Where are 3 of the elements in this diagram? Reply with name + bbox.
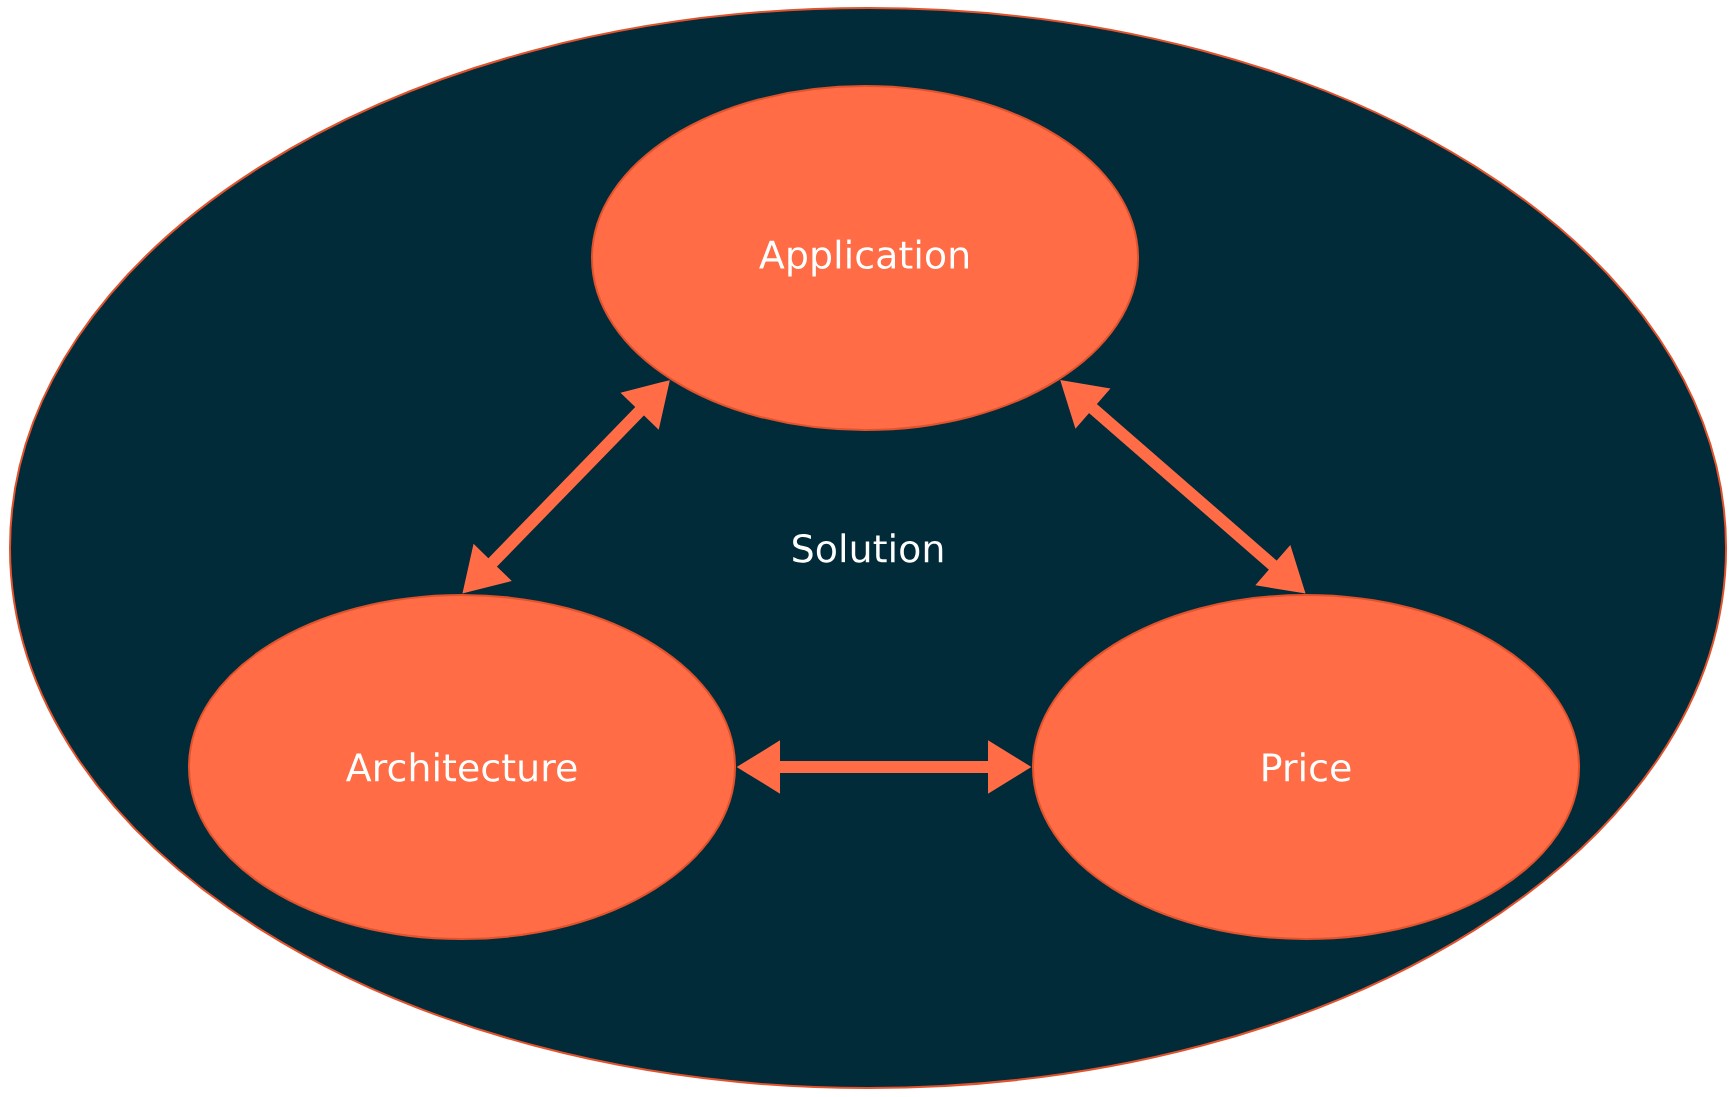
ellipse-node: Price xyxy=(1032,594,1580,940)
ellipse-node: Application xyxy=(591,85,1139,431)
ellipse-node: Architecture xyxy=(188,594,736,940)
